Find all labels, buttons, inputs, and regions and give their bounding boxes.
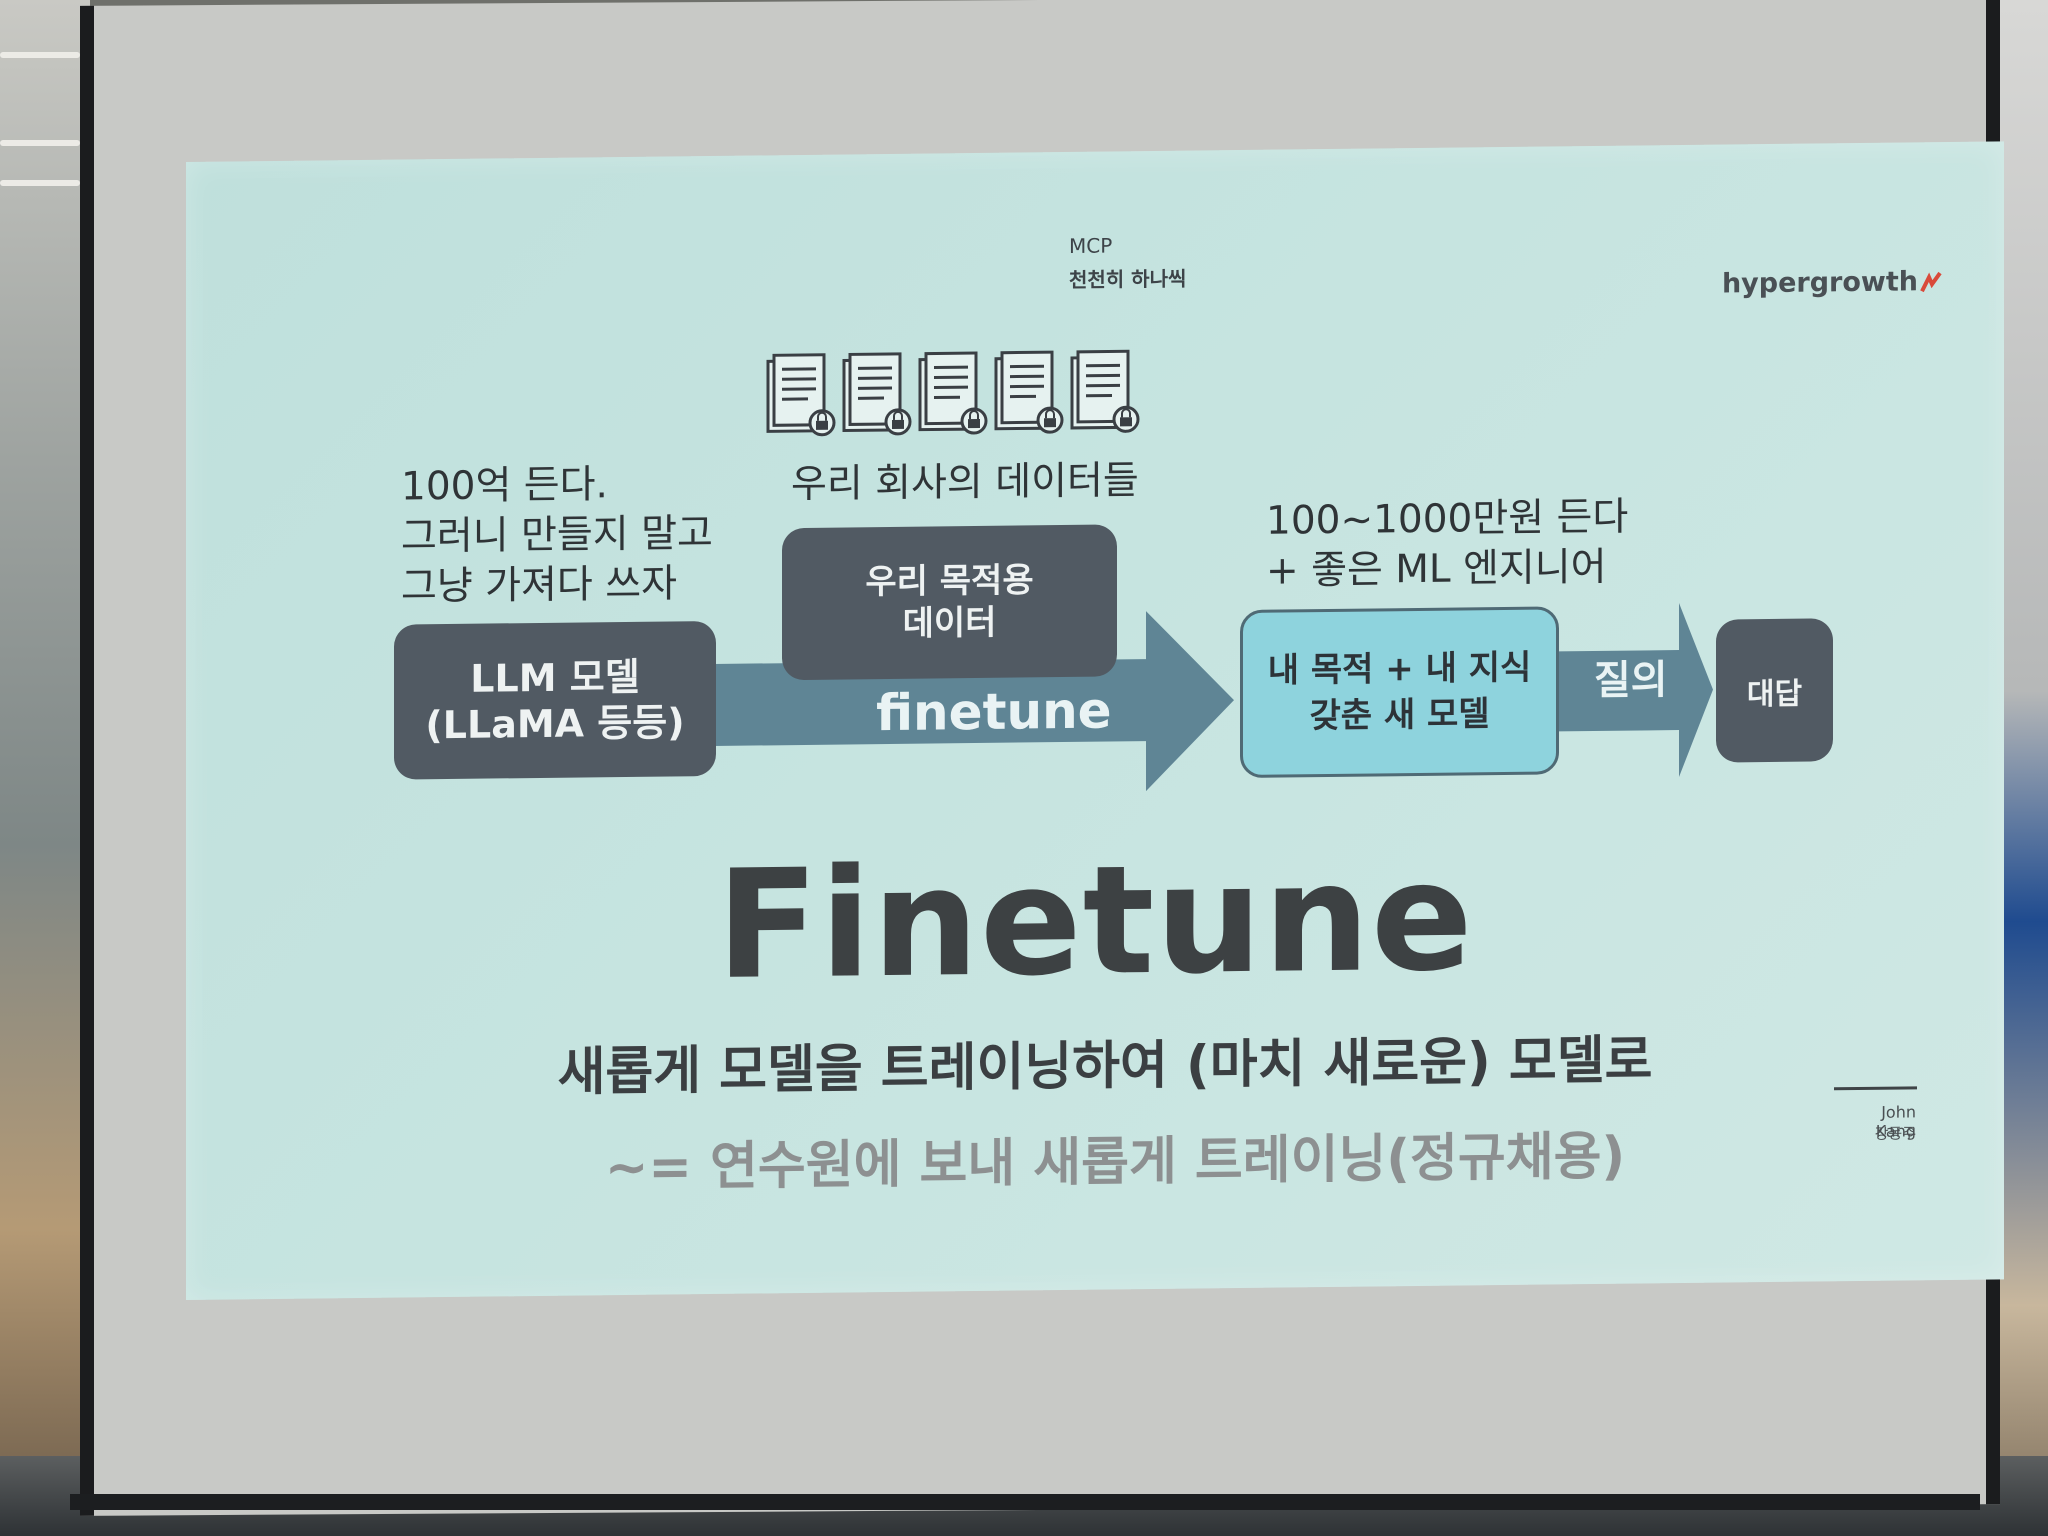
- locked-document-icon: [842, 352, 912, 436]
- presentation-slide: MCP 천천히 하나씩 hypergrowth: [186, 141, 2004, 1300]
- locked-document-icon: [994, 350, 1064, 434]
- locked-document-icon: [918, 351, 988, 435]
- locked-document-icon: [1070, 349, 1140, 433]
- ceiling-light: [0, 180, 80, 186]
- brand-logo: hypergrowth: [1722, 266, 1942, 300]
- box-line: 내 목적 + 내 지식: [1267, 647, 1532, 691]
- projector-screen: MCP 천천히 하나씩 hypergrowth: [80, 0, 2004, 1516]
- box-line: 데이터: [902, 602, 997, 644]
- query-arrow-label: 질의: [1594, 657, 1668, 705]
- purpose-data-box: 우리 목적용 데이터: [782, 524, 1117, 681]
- new-model-box: 내 목적 + 내 지식 갖춘 새 모델: [1240, 606, 1559, 779]
- locked-documents-group: [764, 349, 1140, 443]
- finetune-arrow-label: finetune: [876, 681, 1112, 743]
- flow-arrows: [713, 603, 1713, 792]
- slide-title: Finetune: [716, 830, 1474, 1013]
- query-arrow: [1558, 603, 1713, 778]
- finetune-arrow: [713, 611, 1234, 792]
- ceiling-light: [0, 52, 80, 58]
- brand-mark-icon: [1920, 271, 1942, 292]
- llm-model-box: LLM 모델 (LLaMA 등등): [394, 620, 716, 780]
- ceiling-light: [0, 140, 80, 146]
- room-left-background: [0, 0, 90, 1536]
- author-name-ko: 강동주: [1874, 1124, 1916, 1143]
- box-line: 갖춘 새 모델: [1309, 694, 1490, 737]
- screen-bottom-bar: [70, 1494, 1980, 1510]
- box-line: (LLaMA 등등): [425, 699, 685, 747]
- locked-document-icon: [766, 353, 836, 437]
- box-line: 우리 목적용: [865, 560, 1034, 603]
- box-line: LLM 모델: [470, 654, 640, 701]
- answer-box: 대답: [1716, 618, 1833, 763]
